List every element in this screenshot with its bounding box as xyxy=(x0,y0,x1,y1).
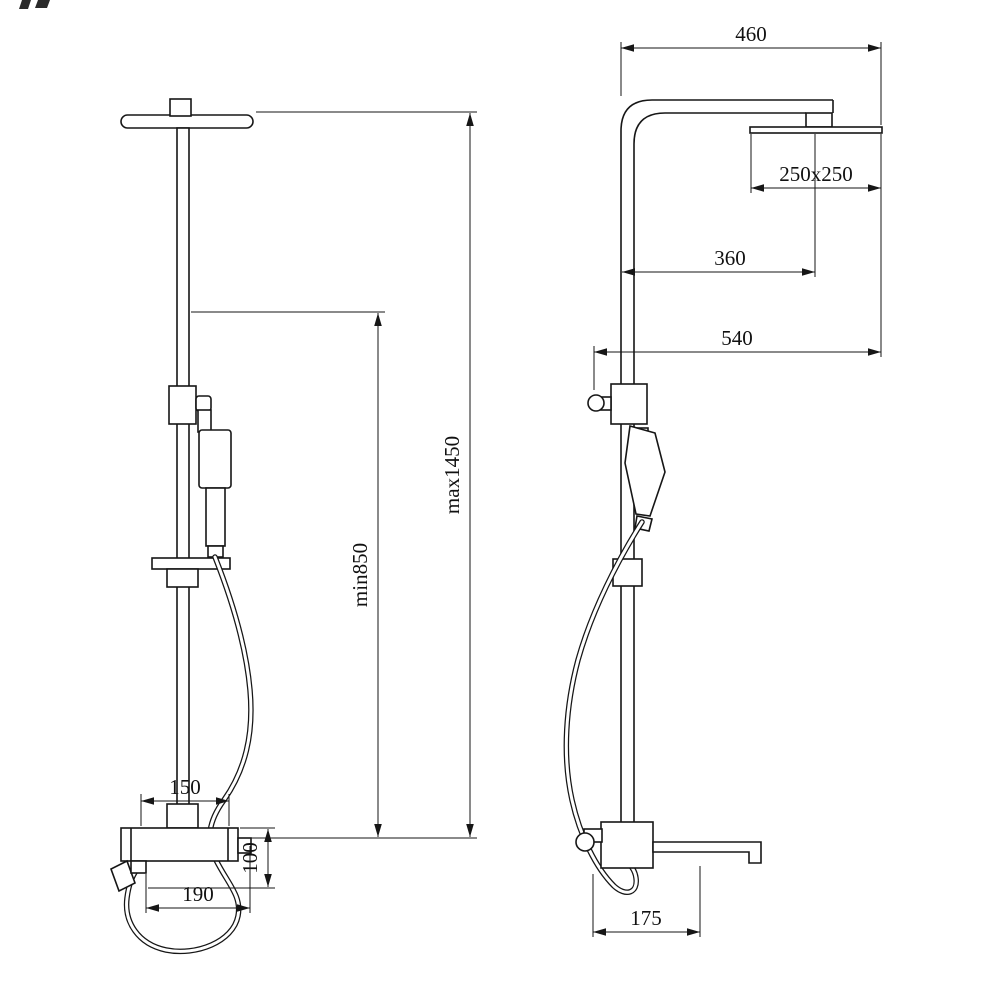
side-head-connector xyxy=(805,112,833,128)
dim-label-min850: min850 xyxy=(348,543,372,607)
front-diverter-knob xyxy=(195,395,212,412)
front-hose-inlet xyxy=(130,860,147,874)
dim-head-size: 250x250 xyxy=(750,134,882,357)
front-head-plate xyxy=(120,114,254,129)
front-diverter-body xyxy=(168,385,197,425)
dim-side-spout-reach: 175 xyxy=(592,866,701,937)
front-shower-head xyxy=(120,98,254,129)
dim-overall-height-min: min850 xyxy=(191,311,385,837)
front-handshower-head xyxy=(198,429,232,489)
dim-label-150: 150 xyxy=(169,775,201,799)
dim-label-max1450: max1450 xyxy=(440,436,464,514)
dim-overall-reach: 540 xyxy=(593,326,881,390)
dim-overall-height-max: max1450 xyxy=(244,111,477,839)
corner-artifact-mark xyxy=(35,0,50,8)
front-hand-shower xyxy=(198,429,232,558)
front-slider-clamp xyxy=(166,568,199,588)
front-mixer-valve xyxy=(110,803,252,893)
dim-label-360: 360 xyxy=(714,246,746,270)
front-shower-hose xyxy=(123,554,254,955)
side-mixer-body xyxy=(600,821,654,869)
side-arm-inner-line xyxy=(633,112,806,822)
dim-label-190: 190 xyxy=(182,882,214,906)
side-mixer-valve xyxy=(575,821,762,869)
front-hose-core xyxy=(125,555,253,953)
front-view: 150 max1450 min850 100 190 xyxy=(110,98,477,955)
side-mixer-spout xyxy=(652,841,762,864)
dim-inlet-spacing: 150 xyxy=(140,775,230,826)
side-hand-shower xyxy=(624,424,666,532)
side-mixer-handle-knob xyxy=(575,832,595,852)
side-diverter-knob xyxy=(587,394,605,412)
side-view: 460 250x250 360 540 175 xyxy=(563,22,883,937)
side-shower-hose xyxy=(563,519,645,895)
side-riser-and-arm xyxy=(620,99,834,822)
front-riser-pipe xyxy=(176,127,190,806)
dim-label-250x250: 250x250 xyxy=(779,162,853,186)
front-handshower-holder xyxy=(197,409,212,433)
side-handshower-body xyxy=(624,424,666,517)
corner-artifact xyxy=(19,0,50,9)
front-mixer-top-connector xyxy=(166,803,199,829)
side-diverter-body xyxy=(610,383,648,425)
corner-artifact-mark xyxy=(19,0,31,9)
side-shower-head xyxy=(749,126,883,134)
dim-label-175: 175 xyxy=(630,906,662,930)
dim-front-spout-reach: 190 xyxy=(145,846,251,913)
side-hose-core xyxy=(564,520,644,894)
side-arm-outer-line xyxy=(620,99,833,822)
front-handshower-handle xyxy=(205,487,226,547)
front-slider-bracket xyxy=(151,557,231,588)
dim-arm-reach: 360 xyxy=(622,134,816,277)
front-mixer-handle xyxy=(110,859,136,893)
dim-top-offset: 460 xyxy=(620,22,882,125)
dim-label-540: 540 xyxy=(721,326,753,350)
front-diverter xyxy=(168,385,212,433)
front-mixer-body xyxy=(120,827,239,862)
side-diverter xyxy=(587,383,648,425)
front-head-connector xyxy=(169,98,192,117)
dim-label-460: 460 xyxy=(735,22,767,46)
